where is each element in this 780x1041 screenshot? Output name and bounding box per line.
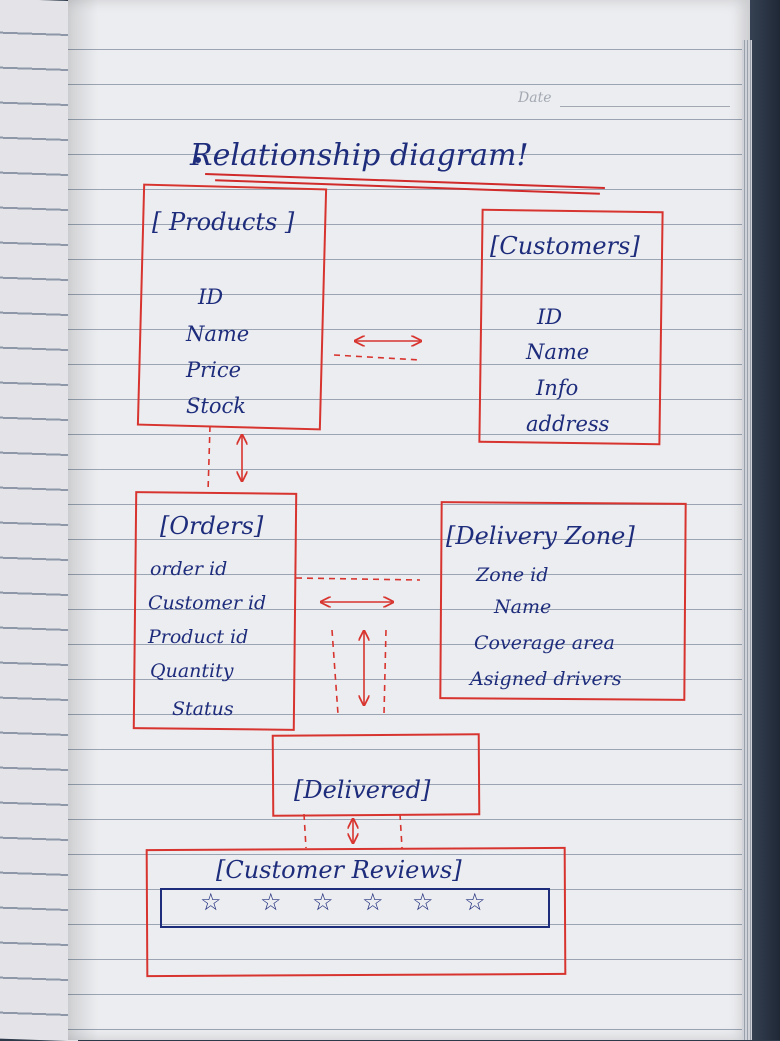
products-field-stock: Stock bbox=[186, 394, 246, 418]
delivery-zone-field-coverage-area: Coverage area bbox=[474, 632, 615, 654]
products-orders-relation bbox=[207, 425, 242, 493]
products-field-name: Name bbox=[186, 322, 250, 346]
products-field-id: ID bbox=[198, 285, 224, 309]
delivery-zone-entity-title: [Delivery Zone] bbox=[446, 522, 635, 550]
rating-bar bbox=[160, 888, 550, 928]
delivery-zone-field-name: Name bbox=[494, 596, 552, 618]
orders-delivery-zone-relation bbox=[295, 577, 421, 602]
customer-reviews-entity-title: [Customer Reviews] bbox=[216, 856, 462, 884]
delivery-zone-field-asigned-drivers: Asigned drivers bbox=[470, 668, 622, 690]
rating-star-3: ☆ bbox=[312, 888, 334, 916]
delivered-reviews-relation bbox=[303, 813, 403, 849]
customers-field-address: address bbox=[526, 412, 610, 436]
products-entity-title: [ Products ] bbox=[152, 208, 295, 236]
diagram-title: Relationship diagram! bbox=[190, 138, 529, 173]
orders-entity-title: [Orders] bbox=[160, 512, 264, 540]
orders-field-order-id: order id bbox=[150, 558, 228, 580]
orders-delivered-relation bbox=[331, 630, 387, 715]
customers-entity-title: [Customers] bbox=[490, 232, 640, 260]
page-edges bbox=[742, 40, 752, 1040]
customers-field-info: Info bbox=[536, 376, 579, 400]
products-customers-relation bbox=[333, 341, 420, 361]
delivery-zone-field-zone-id: Zone id bbox=[476, 564, 549, 586]
rating-star-6: ☆ bbox=[464, 888, 486, 916]
orders-field-status: Status bbox=[172, 698, 234, 720]
date-line bbox=[560, 106, 730, 107]
orders-field-quantity: Quantity bbox=[150, 660, 234, 682]
customers-field-name: Name bbox=[526, 340, 590, 364]
orders-field-customer-id: Customer id bbox=[148, 592, 267, 614]
date-label: Date bbox=[518, 90, 552, 106]
rating-star-5: ☆ bbox=[412, 888, 434, 916]
title-bullet bbox=[195, 157, 201, 163]
delivered-entity-title: [Delivered] bbox=[294, 776, 431, 804]
rating-star-1: ☆ bbox=[200, 888, 222, 916]
orders-field-product-id: Product id bbox=[148, 626, 249, 648]
notebook-page bbox=[68, 0, 750, 1040]
rating-star-2: ☆ bbox=[260, 888, 282, 916]
rating-star-4: ☆ bbox=[362, 888, 384, 916]
products-field-price: Price bbox=[186, 358, 242, 382]
customers-field-id: ID bbox=[537, 305, 563, 329]
